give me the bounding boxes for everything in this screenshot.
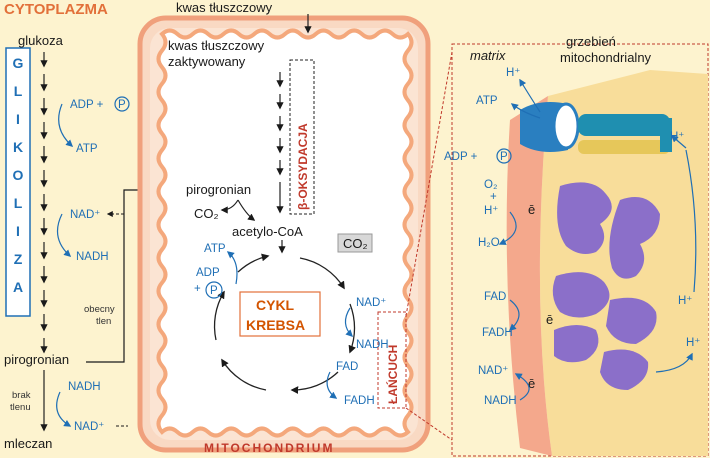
detail-fad-curve: [508, 299, 520, 331]
detail-h4: H⁺: [678, 295, 692, 307]
glikoliza-letter: G: [13, 55, 24, 71]
detail-h1-arrow: [519, 78, 541, 113]
fatty-acid-activated-2: zaktywowany: [168, 54, 246, 69]
cycle-nadh: NADH: [356, 339, 389, 351]
cycle-nadh-curve: [344, 307, 354, 338]
nad2-label: NAD⁺: [74, 421, 104, 433]
obecny-label: obecny: [84, 304, 115, 315]
grzebien-label-2: mitochondrialny: [560, 50, 652, 65]
krebs-cycle-ring: [213, 253, 356, 394]
detail-h5-arrow: [655, 352, 693, 373]
nad-label: NAD⁺: [70, 209, 100, 221]
nad2-curve: [56, 391, 72, 427]
glikoliza-letter: Z: [14, 251, 23, 267]
tlen-label: tlen: [96, 316, 111, 327]
co2-b-label: CO₂: [343, 236, 368, 251]
glikoliza-box: [5, 47, 31, 317]
cycle-phosphate-icon: [205, 281, 223, 299]
mitochondrium-label: MITOCHONDRIUM: [204, 441, 334, 455]
detail-h2-arrow: [685, 149, 697, 293]
matrix-side: [506, 96, 552, 456]
cycle-fad: FAD: [336, 361, 358, 373]
cycle-adp: ADP: [196, 267, 220, 279]
detail-o2: O₂: [484, 179, 497, 191]
detail-phosphate-p: P: [500, 151, 508, 163]
cycle-fadh-curve: [326, 371, 338, 399]
cycle-fadh: FADH: [344, 395, 375, 407]
pirogronian-cyto: pirogronian: [4, 352, 69, 367]
detail-atp-arrow: [510, 103, 541, 119]
detail-nadh-curve: [514, 373, 530, 401]
grzebien-label-1: grzebień: [566, 34, 616, 49]
detail-phosphate-icon: [496, 148, 512, 164]
detail-h3: H⁺: [484, 205, 498, 217]
detail-h2-in: [670, 135, 687, 149]
krebs-box: [239, 291, 321, 337]
co2-branch: [220, 199, 239, 214]
electron-transport-complexes: [552, 182, 660, 390]
detail-o2-curve: [498, 211, 517, 245]
beta-oxidation-label: β-OKSYDACJA: [296, 123, 310, 210]
nadh-curve: [56, 213, 72, 257]
cycle-atp: ATP: [204, 243, 226, 255]
detail-nad: NAD⁺: [478, 365, 508, 377]
detail-fadh: FADH: [482, 327, 513, 339]
glikoliza-letter: L: [14, 195, 23, 211]
acetyl-branch: [237, 199, 256, 221]
cycle-nad: NAD⁺: [356, 297, 386, 309]
detail-nadh: NADH: [484, 395, 517, 407]
cycle-phosphate-p: P: [210, 285, 218, 297]
beta-oxidation-box: [289, 59, 315, 215]
phosphate-p: P: [118, 99, 126, 111]
glukoza-label: glukoza: [18, 33, 64, 48]
phosphate-icon: [114, 96, 130, 112]
zoom-line-bottom: [405, 407, 453, 441]
adp-label: ADP +: [70, 99, 104, 111]
glikoliza-letter: O: [13, 167, 24, 183]
glikoliza-letter: K: [13, 139, 23, 155]
krebs-label-1: CYKL: [256, 297, 295, 313]
detail-fad: FAD: [484, 291, 506, 303]
fatty-acid-label: kwas tłuszczowy: [176, 0, 273, 15]
pirogronian-mito: pirogronian: [186, 182, 251, 197]
acetyl-coa-label: acetylo-CoA: [232, 224, 303, 239]
lancuch-box: [377, 311, 407, 409]
detail-plus: +: [490, 191, 497, 203]
co2-a-label: CO₂: [194, 206, 219, 221]
glikoliza-letter: I: [16, 111, 20, 127]
cycle-atp-curve: [226, 251, 238, 285]
tlenu-label: tlenu: [10, 402, 31, 413]
glikoliza-letter: L: [14, 83, 23, 99]
detail-h2o: H₂O: [478, 237, 500, 249]
co2-b-box: [337, 233, 373, 253]
detail-atp: ATP: [476, 95, 498, 107]
brak-label: brak: [12, 390, 31, 401]
detail-e1: ē: [528, 202, 535, 217]
mleczan-label: mleczan: [4, 436, 52, 451]
atp-label: ATP: [76, 143, 98, 155]
detail-e3: ē: [528, 376, 535, 391]
atp-curve: [58, 103, 74, 147]
cycle-plus: +: [194, 283, 201, 295]
fatty-acid-activated-1: kwas tłuszczowy: [168, 38, 265, 53]
detail-adp: ADP +: [444, 151, 478, 163]
nadh2-label: NADH: [68, 381, 101, 393]
detail-h5: H⁺: [686, 337, 700, 349]
glikoliza-letter: I: [16, 223, 20, 239]
detail-e2: ē: [546, 312, 553, 327]
glikoliza-letter: A: [13, 279, 23, 295]
detail-h1: H⁺: [506, 67, 520, 79]
title-cytoplazma: CYTOPLAZMA: [4, 1, 108, 18]
matrix-label: matrix: [470, 48, 506, 63]
lancuch-label: ŁAŃCUCH: [385, 345, 400, 404]
krebs-label-2: KREBSA: [246, 317, 305, 333]
nadh-label: NADH: [76, 251, 109, 263]
